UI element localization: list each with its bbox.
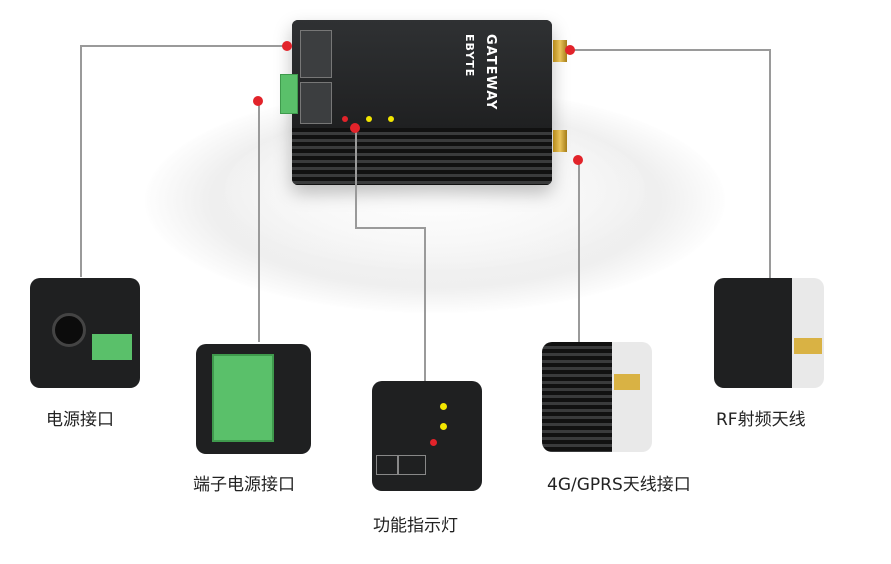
callout-dot-gprs bbox=[573, 155, 583, 165]
label-gprs-antenna: 4G/GPRS天线接口 bbox=[547, 475, 691, 495]
thumb-gprs-antenna bbox=[542, 342, 652, 452]
thumb-gprs-body bbox=[542, 342, 612, 452]
thumb-led-link bbox=[440, 403, 447, 410]
label-rf-antenna: RF射频天线 bbox=[716, 410, 806, 430]
callout-dot-power bbox=[282, 41, 292, 51]
device-brand-text: EBYTE bbox=[463, 34, 476, 78]
thumb-rf-body bbox=[714, 278, 792, 388]
callout-dot-terminal bbox=[253, 96, 263, 106]
device-led-yellow-2 bbox=[366, 116, 372, 122]
thumb-rf-connector bbox=[794, 338, 822, 354]
leader-line-rf-v bbox=[769, 49, 771, 279]
thumb-button-usb bbox=[376, 455, 398, 475]
thumb-terminal-port bbox=[196, 344, 311, 454]
device-model-text: GATEWAY bbox=[483, 34, 498, 111]
device-button-panel bbox=[300, 82, 332, 124]
device-terminal-block bbox=[280, 74, 298, 114]
thumb-led-work bbox=[440, 423, 447, 430]
callout-dot-indicator bbox=[350, 123, 360, 133]
label-indicator: 功能指示灯 bbox=[373, 516, 458, 536]
thumb-indicator-body bbox=[372, 381, 482, 491]
callout-dot-rf bbox=[565, 45, 575, 55]
thumb-button-reload bbox=[398, 455, 426, 475]
device-port-left bbox=[300, 30, 332, 78]
thumb-power-terminal bbox=[92, 334, 132, 360]
leader-line-power-h bbox=[80, 45, 287, 47]
thumb-terminal-block bbox=[212, 354, 274, 442]
leader-line-rf-h bbox=[568, 49, 770, 51]
gprs-antenna-connector bbox=[553, 130, 567, 152]
device-led-yellow-1 bbox=[388, 116, 394, 122]
leader-line-indicator-h bbox=[355, 227, 425, 229]
thumb-gprs-connector bbox=[614, 374, 640, 390]
thumb-led-pwr bbox=[430, 439, 437, 446]
label-terminal-power: 端子电源接口 bbox=[193, 475, 295, 495]
thumb-power-port bbox=[30, 278, 140, 388]
leader-line-terminal-v bbox=[258, 100, 260, 342]
leader-line-gprs-v bbox=[578, 160, 580, 342]
thumb-indicator-leds bbox=[372, 381, 482, 491]
label-power: 电源接口 bbox=[46, 410, 114, 430]
leader-line-indicator-v2 bbox=[424, 227, 426, 382]
device-led-red bbox=[342, 116, 348, 122]
power-jack-icon bbox=[52, 313, 86, 347]
leader-line-power-v bbox=[80, 45, 82, 277]
device-heat-fins bbox=[292, 128, 552, 185]
gateway-device: EBYTE GATEWAY bbox=[292, 20, 552, 185]
device-top-panel bbox=[292, 20, 552, 128]
thumb-rf-antenna bbox=[714, 278, 824, 388]
rf-antenna-connector bbox=[553, 40, 567, 62]
leader-line-indicator-v1 bbox=[355, 128, 357, 228]
